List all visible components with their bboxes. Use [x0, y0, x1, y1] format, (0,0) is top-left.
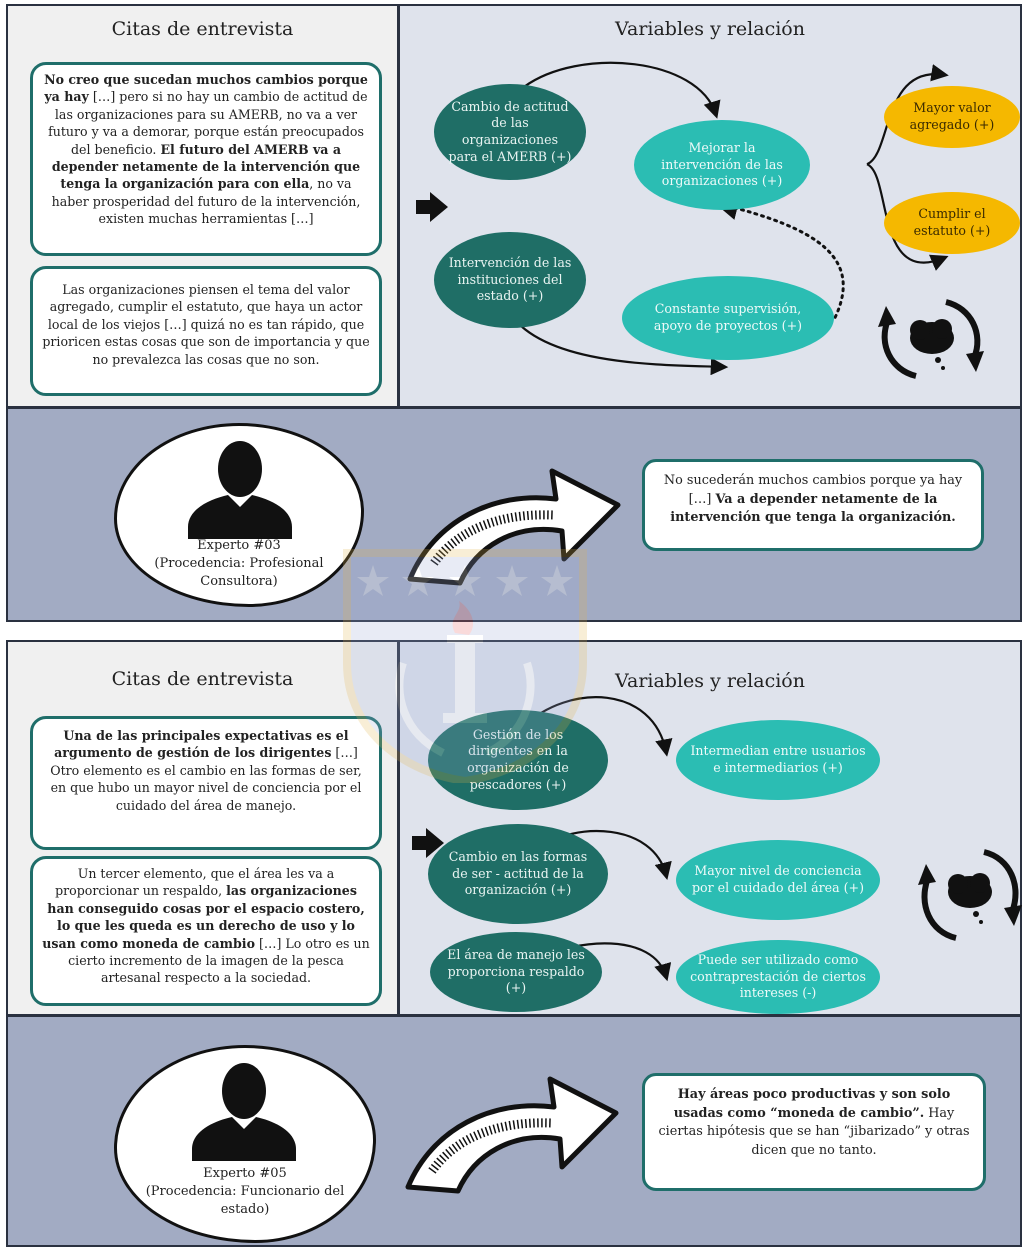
quote-text-bold: Va a depender netamente de la intervenci… — [670, 491, 956, 526]
variables-section: Variables y relación Cambio de actitud d… — [400, 6, 1020, 406]
node-mayor-conciencia: Mayor nivel de conciencia por el cuidado… — [676, 840, 880, 920]
conclusion-box: No sucederán muchos cambios porque ya ha… — [642, 459, 984, 551]
quote-box-2: Las organizaciones piensen el tema del v… — [30, 266, 382, 396]
quote-text-bold: Una de las principales expectativas es e… — [54, 728, 349, 761]
big-curved-arrow-icon — [405, 1076, 619, 1194]
arrow-right-icon — [416, 192, 448, 222]
node-constante-supervision: Constante supervisión, apoyo de proyecto… — [622, 276, 834, 360]
node-puede-ser-utilizado: Puede ser utilizado como contraprestació… — [676, 940, 880, 1014]
node-intermedian: Intermedian entre usuarios e intermediar… — [676, 720, 880, 800]
variables-section: Variables y relación Gestión de los diri… — [400, 642, 1022, 1014]
variables-title: Variables y relación — [615, 670, 805, 692]
quote-text-bold: las organizaciones han conseguido cosas … — [42, 883, 365, 951]
panel-expert-05: Citas de entrevista Una de las principal… — [6, 640, 1022, 1247]
node-cumplir-estatuto: Cumplir el estatuto (+) — [884, 192, 1020, 254]
expert-section: Experto #05 (Procedencia: Funcionario de… — [8, 1014, 1020, 1245]
quote-text: Un tercer elemento, que el área les va a… — [55, 866, 335, 899]
node-gestion-dirigentes: Gestión de los dirigentes en la organiza… — [428, 710, 608, 810]
quote-text: […] Lo otro es un cierto incremento de l… — [68, 935, 370, 986]
big-curved-arrow-icon — [407, 468, 621, 586]
expert-name: Experto #03 — [197, 538, 281, 553]
thought-cloud-icon — [948, 873, 992, 924]
quotes-title: Citas de entrevista — [111, 668, 294, 690]
quote-text-bold: El futuro del AMERB va a depender netame… — [51, 141, 361, 192]
quotes-section: Citas de entrevista No creo que sucedan … — [8, 6, 400, 406]
quotes-title: Citas de entrevista — [111, 18, 294, 40]
node-area-manejo: El área de manejo les proporciona respal… — [430, 932, 602, 1012]
cycle-arrows-icon — [878, 299, 984, 379]
node-cambio-actitud: Cambio de actitud de las organizaciones … — [434, 84, 586, 180]
node-mejorar-intervencion: Mejorar la intervención de las organizac… — [634, 120, 810, 210]
quote-text: […] pero si no hay un cambio de actitud … — [48, 89, 368, 157]
cycle-arrows-icon — [918, 849, 1022, 941]
quote-text: Las organizaciones piensen el tema del v… — [42, 282, 370, 367]
expert-section: Experto #03 (Procedencia: Profesional Co… — [8, 406, 1020, 620]
node-intervencion-instituciones: Intervención de las instituciones del es… — [434, 232, 586, 328]
quote-box-1: Una de las principales expectativas es e… — [30, 716, 382, 850]
person-silhouette-icon — [188, 441, 292, 539]
quotes-section: Citas de entrevista Una de las principal… — [8, 642, 400, 1014]
node-cambio-formas: Cambio en las formas de ser - actitud de… — [428, 824, 608, 924]
expert-name: Experto #05 — [203, 1166, 287, 1181]
quote-text-bold: Hay áreas poco productivas y son solo us… — [673, 1087, 951, 1121]
panel-expert-03: Citas de entrevista No creo que sucedan … — [6, 4, 1022, 622]
quote-text: No sucederán muchos cambios porque ya ha… — [663, 473, 963, 507]
quote-text: Hay ciertas hipótesis que se han “jibari… — [658, 1105, 970, 1158]
expert-origin: (Procedencia: Funcionario del estado) — [145, 1184, 345, 1217]
quote-text-bold: No creo que sucedan muchos cambios porqu… — [44, 72, 368, 105]
conclusion-box: Hay áreas poco productivas y son solo us… — [642, 1073, 986, 1191]
person-silhouette-icon — [192, 1063, 296, 1161]
quote-text: , no va haber prosperidad del futuro de … — [51, 176, 361, 226]
expert-origin: (Procedencia: Profesional Consultora) — [154, 556, 324, 589]
variables-title: Variables y relación — [615, 18, 805, 40]
arrow-right-icon — [412, 828, 444, 858]
thought-cloud-icon — [910, 319, 954, 370]
node-mayor-valor: Mayor valor agregado (+) — [884, 86, 1020, 148]
quote-box-1: No creo que sucedan muchos cambios porqu… — [30, 62, 382, 256]
quote-text: […] Otro elemento es el cambio en las fo… — [50, 745, 362, 813]
quote-box-2: Un tercer elemento, que el área les va a… — [30, 856, 382, 1006]
